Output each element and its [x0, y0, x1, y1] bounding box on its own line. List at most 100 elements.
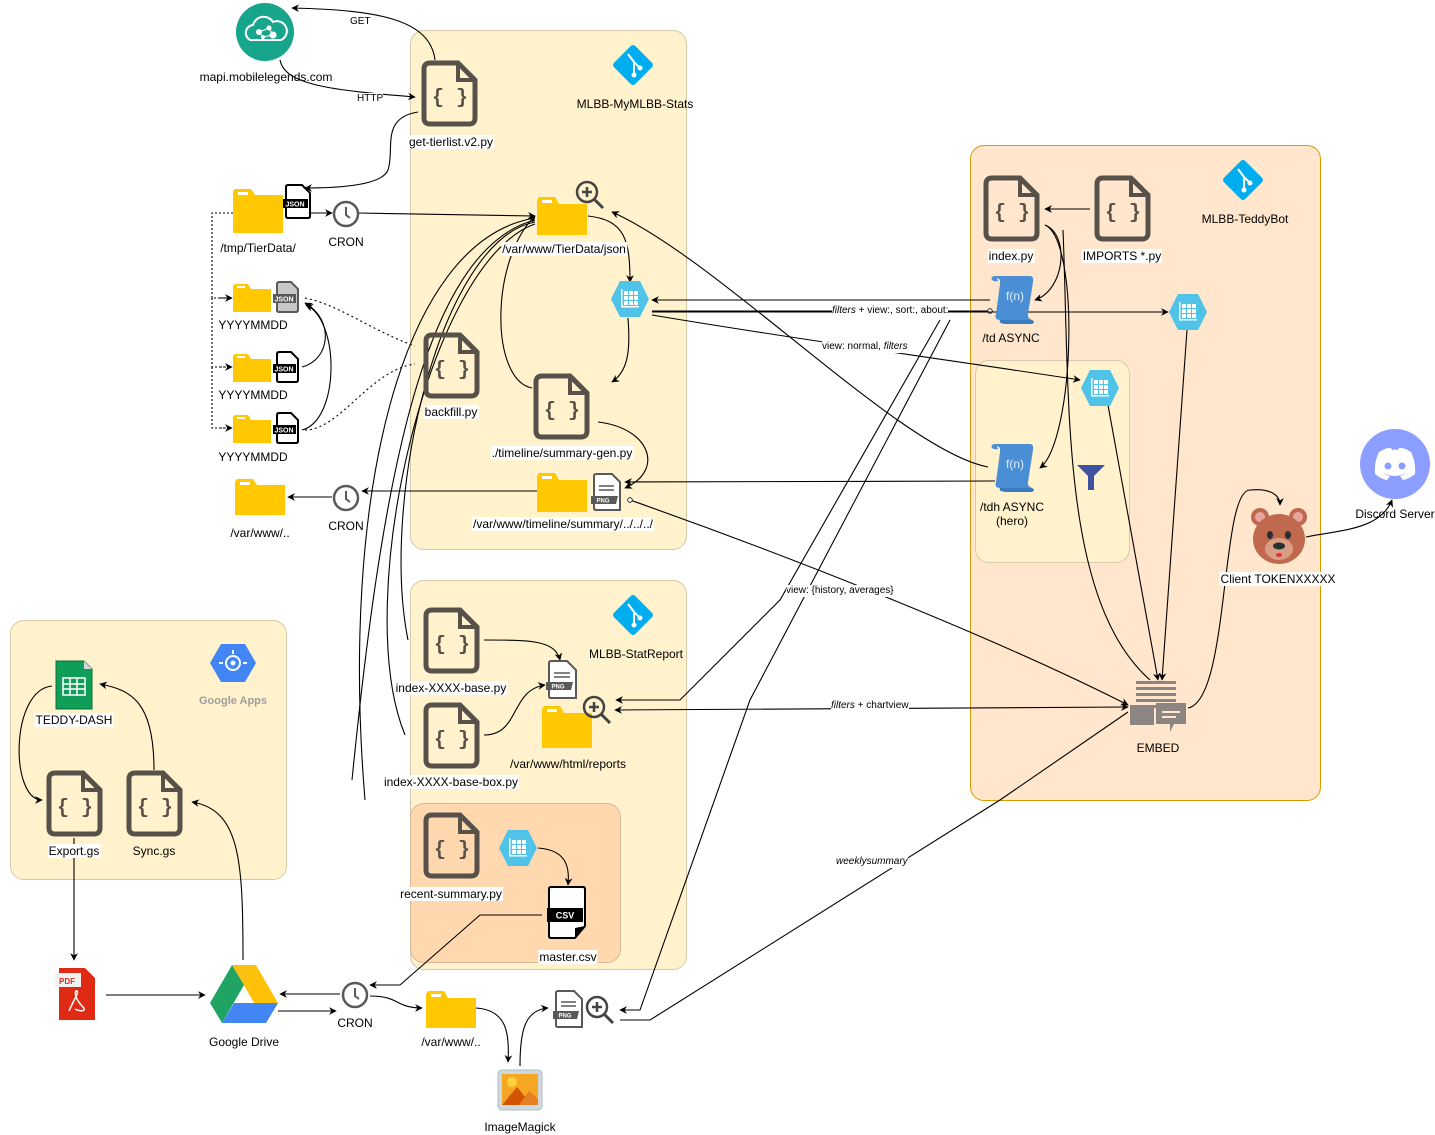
label-cron-3: CRON: [337, 1016, 373, 1030]
folder-icon: JSON: [233, 412, 299, 444]
node-embed[interactable]: [1130, 680, 1188, 739]
node-cron-3[interactable]: [341, 981, 369, 1012]
svg-text:{ }: { }: [994, 202, 1030, 225]
label-master-csv: master.csv: [538, 950, 598, 964]
node-yyyymmdd-3[interactable]: JSON: [233, 411, 305, 454]
node-imagemagick[interactable]: [497, 1069, 543, 1114]
label-mapi: mapi.mobilelegends.com: [199, 70, 333, 84]
csv-file-icon: CSV: [547, 886, 586, 939]
node-discord[interactable]: [1359, 428, 1431, 503]
label-client: Client TOKENXXXXX: [1219, 572, 1337, 586]
edge-label-view-normal-italic: filters: [883, 341, 908, 352]
node-cron-2[interactable]: [332, 484, 360, 515]
png-search-icon: PNG: [553, 990, 615, 1028]
node-table-td[interactable]: [1168, 293, 1208, 334]
node-client[interactable]: [1250, 507, 1308, 568]
edge-label-td-filters-rest: + view:, sort:, about:: [855, 305, 949, 316]
label-cron-2: CRON: [328, 519, 364, 533]
code-file-icon: { }: [423, 607, 480, 674]
folder-icon: JSON: [233, 281, 299, 313]
node-get-tierlist[interactable]: { }: [420, 60, 480, 131]
label-embed: EMBED: [1136, 741, 1180, 755]
spreadsheet-icon: [55, 660, 93, 710]
svg-text:PNG: PNG: [558, 1014, 571, 1020]
label-index-base: index-XXXX-base.py: [394, 681, 508, 695]
node-imports-py[interactable]: { }: [1093, 175, 1153, 246]
node-tdh-async[interactable]: f(n): [988, 442, 1038, 497]
node-index-py[interactable]: { }: [982, 175, 1042, 246]
node-cron-1[interactable]: [332, 200, 360, 231]
edge-label-view-normal-text: view: normal,: [822, 341, 884, 352]
node-table-recent[interactable]: [498, 829, 538, 870]
table-icon: [1081, 370, 1119, 406]
label-var-www-left: /var/www/..: [230, 526, 290, 540]
node-table-tdh[interactable]: [1080, 369, 1120, 410]
node-html-reports[interactable]: [542, 693, 614, 754]
clock-icon: [341, 981, 369, 1009]
node-timeline-summary[interactable]: PNG: [537, 470, 627, 518]
node-var-www-bottom[interactable]: [426, 986, 478, 1033]
code-file-icon: { }: [983, 175, 1040, 242]
label-export-gs: Export.gs: [47, 844, 101, 858]
edge-label-td-filters: filters + view:, sort:, about:: [832, 305, 949, 317]
svg-text:{ }: { }: [137, 797, 173, 820]
clock-icon: [332, 200, 360, 228]
label-timeline-summary: /var/www/timeline/summary/../../../: [471, 517, 655, 531]
label-yyyymmdd-2: YYYYMMDD: [218, 388, 288, 402]
svg-text:{ }: { }: [57, 797, 93, 820]
node-td-async[interactable]: f(n): [988, 274, 1038, 329]
node-yyyymmdd-2[interactable]: JSON: [233, 350, 305, 393]
folder-icon: JSON: [233, 184, 311, 233]
node-png-report[interactable]: PNG: [545, 660, 579, 703]
label-backfill: backfill.py: [423, 405, 479, 419]
label-index-base-box: index-XXXX-base-box.py: [382, 775, 520, 789]
edge-label-get: GET: [350, 16, 371, 27]
edge-label-td-filters-italic: filters: [832, 305, 856, 316]
node-recent-summary[interactable]: { }: [422, 812, 482, 883]
label-tierdata-json: /var/www/TierData/json: [501, 242, 627, 256]
image-icon: [497, 1069, 543, 1111]
node-png-search[interactable]: PNG: [552, 990, 618, 1033]
node-summary-gen[interactable]: { }: [532, 373, 592, 444]
function-scroll-icon: f(n): [991, 276, 1034, 324]
svg-text:{ }: { }: [434, 634, 470, 657]
edge-label-chartview-rest: + chartview: [854, 700, 909, 711]
function-scroll-icon: f(n): [991, 444, 1034, 492]
folder-search-icon: [542, 695, 612, 748]
node-export-gs[interactable]: { }: [45, 770, 105, 841]
node-tmp-tierdata[interactable]: JSON: [233, 183, 313, 238]
label-cron-1: CRON: [328, 235, 364, 249]
node-var-www-left[interactable]: [235, 475, 287, 520]
google-cloud-icon: [210, 642, 256, 687]
filter-icon: [1077, 465, 1105, 490]
table-icon: [1169, 294, 1207, 330]
svg-text:JSON: JSON: [285, 202, 304, 209]
node-teddy-dash[interactable]: [54, 660, 94, 713]
node-yyyymmdd-1[interactable]: JSON: [233, 280, 305, 323]
node-table-1[interactable]: [610, 280, 650, 321]
svg-text:{ }: { }: [432, 87, 468, 110]
node-filter[interactable]: [1076, 463, 1106, 494]
edge-tierlist-tmp: [304, 111, 419, 192]
git-icon: [608, 40, 658, 93]
bear-icon: [1251, 508, 1307, 564]
embed-message-icon: [1130, 681, 1186, 732]
node-pdf[interactable]: PDF: [55, 967, 97, 1024]
code-file-icon: { }: [423, 702, 480, 769]
node-index-base[interactable]: { }: [422, 607, 482, 678]
node-tierdata-json[interactable]: [537, 180, 609, 241]
node-backfill[interactable]: { }: [422, 332, 482, 403]
node-master-csv[interactable]: CSV: [545, 886, 591, 945]
node-index-base-box[interactable]: { }: [422, 702, 482, 773]
label-group-mymlbb: MLBB-MyMLBB-Stats: [576, 97, 694, 111]
node-google-drive[interactable]: [210, 965, 278, 1026]
code-file-icon: { }: [126, 770, 183, 837]
svg-text:{ }: { }: [1105, 202, 1141, 225]
label-summary-gen: ./timeline/summary-gen.py: [490, 446, 634, 460]
node-mapi[interactable]: [235, 2, 295, 62]
label-sync-gs: Sync.gs: [132, 844, 176, 858]
node-sync-gs[interactable]: { }: [125, 770, 185, 841]
svg-text:{ }: { }: [434, 729, 470, 752]
edge-label-weeklysummary-italic: weeklysummary: [836, 856, 908, 867]
